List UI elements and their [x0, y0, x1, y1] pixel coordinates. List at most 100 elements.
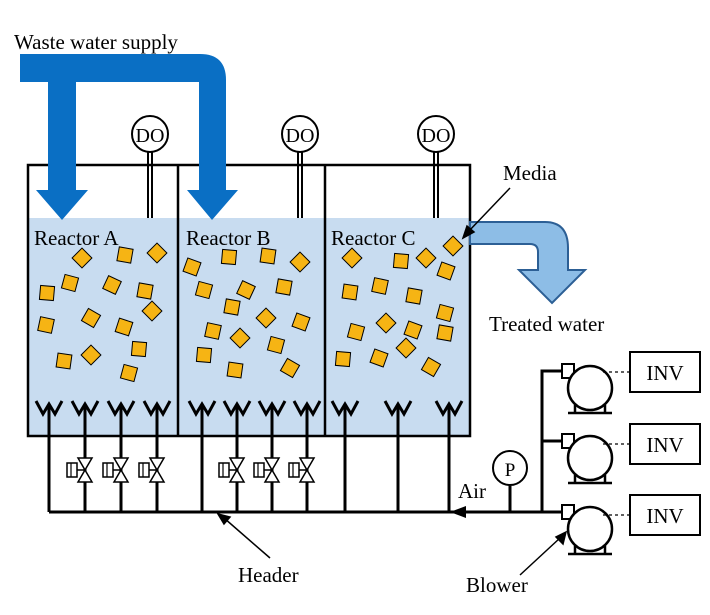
control-valve	[218, 457, 246, 483]
air-diffuser	[292, 400, 322, 418]
waste-water-supply-label: Waste water supply	[14, 30, 178, 54]
media-leader-line	[467, 187, 511, 233]
blower-leader-arrowhead	[554, 530, 568, 546]
header-leader-arrowhead	[216, 512, 232, 526]
media-particle	[71, 247, 93, 269]
reactor-a-label: Reactor A	[34, 226, 119, 250]
media-particle	[236, 280, 256, 300]
inverter-2-label: INV	[646, 433, 683, 457]
media-particle	[415, 247, 437, 269]
pressure-gauge-label: P	[505, 460, 516, 481]
do-sensor-probes	[147, 152, 439, 218]
reactor-c-label: Reactor C	[331, 226, 416, 250]
do-sensor-a: DO	[131, 115, 169, 153]
media-particle	[259, 247, 277, 265]
blower-unit	[561, 433, 614, 485]
pressure-gauge: P	[492, 450, 528, 486]
media-particle	[255, 307, 277, 329]
do-sensor-b: DO	[281, 115, 319, 153]
media-particle	[136, 282, 154, 300]
reactor-tanks	[26, 163, 472, 438]
waste-water-supply-arrow	[20, 54, 238, 220]
media-particle	[436, 261, 456, 281]
media-particle	[55, 352, 73, 370]
control-valve	[288, 457, 316, 483]
inverter-3: INV	[629, 494, 701, 536]
media-particle	[436, 324, 454, 342]
media-particle	[395, 337, 417, 359]
media-particle	[279, 357, 301, 379]
media-particle	[442, 235, 464, 257]
header-leader-line	[223, 517, 271, 559]
media-particle	[102, 275, 122, 295]
media-particle	[341, 247, 363, 269]
air-diffuser	[222, 400, 252, 418]
media-particles	[37, 235, 464, 383]
control-valves	[66, 457, 316, 483]
air-flow-arrowhead	[450, 506, 466, 518]
reactor-b-label: Reactor B	[186, 226, 271, 250]
air-diffuser	[70, 400, 100, 418]
media-particle	[141, 300, 163, 322]
blowers	[561, 363, 630, 556]
do-sensor-c: DO	[417, 115, 455, 153]
media-particle	[182, 257, 202, 277]
air-label: Air	[458, 479, 486, 503]
air-diffuser	[106, 400, 136, 418]
tank-outline	[26, 163, 472, 438]
media-label: Media	[503, 161, 557, 185]
media-particle	[375, 312, 397, 334]
blower-leader-line	[519, 537, 561, 576]
air-diffuser	[187, 400, 217, 418]
media-particle	[146, 242, 168, 264]
media-particle	[80, 307, 102, 329]
control-valve	[253, 457, 281, 483]
media-particle	[369, 348, 389, 368]
media-particle	[291, 312, 311, 332]
air-diffuser	[34, 400, 64, 418]
media-particle	[130, 340, 148, 358]
media-particle	[220, 248, 238, 266]
media-particle	[341, 283, 359, 301]
callout-leaders	[216, 187, 568, 576]
media-particle	[420, 356, 442, 378]
blower-unit	[561, 363, 614, 415]
media-particle	[435, 303, 455, 323]
blower-label: Blower	[466, 573, 528, 597]
media-particle	[346, 322, 366, 342]
media-particle	[403, 320, 423, 340]
air-diffuser	[434, 400, 464, 418]
media-particle	[204, 322, 222, 340]
media-particle	[289, 251, 311, 273]
media-particle	[334, 350, 352, 368]
media-leader-arrowhead	[461, 224, 476, 240]
media-particle	[226, 361, 244, 379]
inverter-3-label: INV	[646, 504, 683, 528]
media-particle	[194, 280, 214, 300]
blower-unit	[561, 504, 614, 556]
media-particle	[60, 273, 80, 293]
control-valve	[102, 457, 130, 483]
control-valve	[138, 457, 166, 483]
air-diffuser	[142, 400, 172, 418]
air-diffusers	[34, 400, 464, 418]
media-particle	[195, 346, 213, 364]
inverter-panels: INV INV INV	[629, 351, 701, 536]
media-particle	[405, 287, 423, 305]
media-particle	[392, 252, 410, 270]
do-sensor-b-label: DO	[286, 125, 315, 147]
do-sensor-c-label: DO	[422, 125, 451, 147]
media-particle	[223, 298, 241, 316]
media-particle	[116, 246, 134, 264]
media-particle	[275, 278, 293, 296]
media-particle	[119, 363, 139, 383]
media-particle	[266, 335, 286, 355]
air-diffuser	[330, 400, 360, 418]
do-sensor-a-label: DO	[136, 125, 165, 147]
media-particle	[37, 316, 55, 334]
media-particle	[229, 327, 251, 349]
treated-water-label: Treated water	[489, 312, 604, 336]
treated-water-arrow	[469, 221, 588, 305]
inverter-2: INV	[629, 423, 701, 465]
